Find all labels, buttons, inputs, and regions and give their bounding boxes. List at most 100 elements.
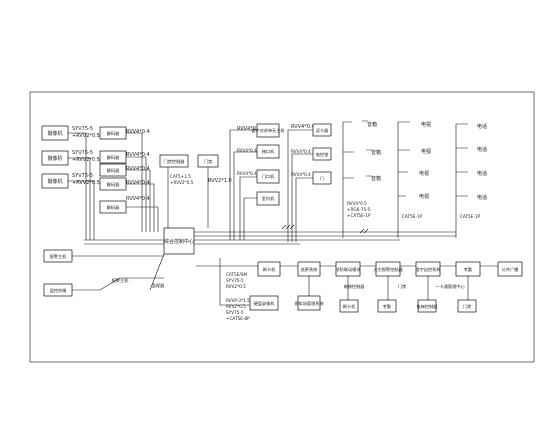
bottom-label-2: 巡更系统: [301, 266, 318, 273]
col2-cable-5: RVV4*0.4: [126, 196, 150, 202]
speaker-ticks: [362, 120, 372, 177]
device-column-2: 解码器 解码器 解码器 解码器 解码器 RVV4*0.4 RVV4*0.4 RV…: [99, 126, 159, 232]
left-label-4: 监视器: [152, 282, 165, 289]
group4-cable: RVV4*0.4: [291, 124, 315, 130]
drawing-frame: [29, 91, 535, 363]
col2-label-2: 解码器: [107, 154, 120, 161]
control-center-label: 综合控制中心: [164, 238, 194, 245]
g3-label-1: 楼宇对讲单元主机: [251, 127, 285, 134]
phone-label-1: 电话: [477, 123, 487, 130]
bottom-cable-b: RVV2*0.5: [226, 304, 246, 309]
cable-left-3a: SYV75-5: [72, 173, 93, 179]
phone-group: 电话 电话 电话 电话 CAT5E-1P: [455, 123, 487, 238]
g4-wires: [287, 129, 313, 242]
bottom-label-5: 楼宇自控系统: [415, 266, 440, 273]
g3-label-4: 室内机: [262, 195, 275, 202]
bottom-row: 刷卡机 巡更系统 消防联动模块 火灾报警控制器 楼宇自控系统 考勤 公共广播 停…: [196, 261, 523, 313]
bottom-cable-a: RVVP-3*1.5: [226, 298, 250, 303]
g3-box-4: [256, 191, 280, 206]
g3-box-1: [256, 123, 280, 138]
g3-wires: [229, 129, 257, 240]
mid-cable-1a: CAT5+1.5: [170, 174, 191, 179]
far-right-label: 公共广播: [502, 266, 520, 273]
col2-cable-1: RVV4*0.4: [126, 129, 150, 135]
col2-label-3: 解码器: [107, 167, 120, 174]
speaker-label-1: 音箱: [367, 121, 377, 128]
tv-label-3: 电视: [419, 170, 429, 177]
g4-label-1: 读卡器: [316, 127, 329, 134]
col2-label-1: 解码器: [107, 130, 120, 137]
speaker-cable-c: +CAT5E-1P: [347, 213, 371, 218]
sub-label-6: 考勤: [383, 303, 391, 310]
left-label-3: 报警主机: [112, 277, 130, 284]
col2-cable-4: RVV4*0.4: [126, 180, 150, 186]
under-wire: [219, 258, 250, 306]
phone-cable: CAT5E-1P: [460, 214, 481, 219]
g4-label-2: 电控锁: [316, 151, 329, 158]
tv-bus: [397, 121, 410, 238]
col2-cable-3: RVV4*0.4: [126, 166, 150, 172]
sub-label-4: 一卡通管理中心: [435, 283, 465, 290]
left-label-1: 报警主机: [50, 253, 68, 260]
sub-label-5: 刷卡机: [343, 303, 356, 310]
phone-label-2: 电话: [477, 146, 487, 153]
camera-label-2: 摄像机: [47, 155, 62, 162]
sub-label-8: 门禁: [463, 303, 471, 310]
left-wires: [72, 253, 165, 291]
phone-bus: [455, 123, 468, 238]
group-3: RVV4*0.4 楼宇对讲单元主机 梯口机 门口机 室内机 RVV4*0.4 R…: [229, 123, 286, 240]
bottom-label-3: 消防联动模块: [335, 266, 361, 273]
camera-label-1: 摄像机: [47, 130, 62, 137]
tv-group: 电视 电视 电视 电视 CAT5E-1P: [397, 121, 431, 238]
g4-cable-2: RVV4*0.4: [291, 149, 311, 154]
sub-label-7: 电梯控制器: [417, 303, 439, 310]
tv-label-2: 电视: [421, 148, 431, 155]
sub-box-7: [417, 299, 437, 313]
speaker-bus: [342, 121, 354, 238]
mid-cable-1b: +RVV2*0.5: [170, 180, 194, 185]
bottom-cable-c: SYV75-5: [226, 310, 244, 315]
mid-wires: [167, 167, 209, 228]
g4-cable-3: RVV4*0.4: [291, 172, 311, 177]
g4-label-3: 门: [320, 175, 324, 182]
bottom-label-1: 刷卡机: [263, 266, 276, 273]
speakers-group: 音箱 音箱 音箱 RVV4*0.5 +RG6-75-5 +CAT5E-1P: [342, 120, 381, 238]
g3-label-2: 梯口机: [262, 148, 275, 155]
g3-cable-3: RVV4*0.4: [237, 171, 257, 176]
speaker-cable-a: RVV4*0.5: [347, 201, 367, 206]
bottom-label-6: 考勤: [464, 266, 472, 273]
mid-label-1: 门禁控制器: [164, 158, 186, 165]
main-buses: [84, 231, 456, 245]
sub-box-6: [377, 299, 397, 313]
phone-label-4: 电话: [477, 194, 487, 201]
cameras-left-group: 摄像机 摄像机 摄像机 SYV75-5 +RVV2*0.5 SYV75-5 +R…: [41, 125, 100, 240]
bottom-label-4: 火灾报警控制器: [373, 266, 403, 273]
left-label-2: 监控终端: [50, 287, 67, 294]
tv-label-4: 电视: [419, 193, 429, 200]
g3-box-2: [256, 144, 280, 159]
mid-cable-2: RVV2*1.0: [208, 178, 232, 184]
sub-box-5: [339, 299, 359, 313]
mid-group: 门禁控制器 门禁 CAT5+1.5 +RVV2*0.5 RVV2*1.0: [159, 154, 232, 228]
tv-label-1: 电视: [421, 121, 431, 128]
camera-label-3: 摄像机: [47, 178, 62, 185]
speaker-cable-b: +RG6-75-5: [347, 207, 371, 212]
group-4: RVV4*0.4 读卡器 电控锁 门 RVV4*0.4 RVV4*0.4: [287, 123, 332, 242]
sub-box-1: [297, 295, 321, 311]
camera-wires: [68, 132, 95, 240]
bottom-cable-d: +CAT5E-8P: [226, 316, 250, 321]
col2-label-4: 解码器: [107, 181, 120, 188]
sub-label-1: 停车场管理系统: [294, 300, 323, 307]
sub-drops: [347, 288, 469, 300]
cable-left-2a: SYV75-5: [72, 150, 93, 156]
far-right-box: [497, 261, 523, 277]
mid-box-1: [159, 154, 189, 168]
speaker-label-3: 音箱: [371, 175, 381, 182]
tv-cable: CAT5E-1P: [402, 214, 423, 219]
speaker-label-2: 音箱: [371, 149, 381, 156]
phone-label-3: 电话: [477, 170, 487, 177]
sub-box-8: [457, 299, 477, 313]
col2-wires: [126, 132, 159, 232]
group3-cable: RVV4*0.4: [237, 126, 261, 132]
